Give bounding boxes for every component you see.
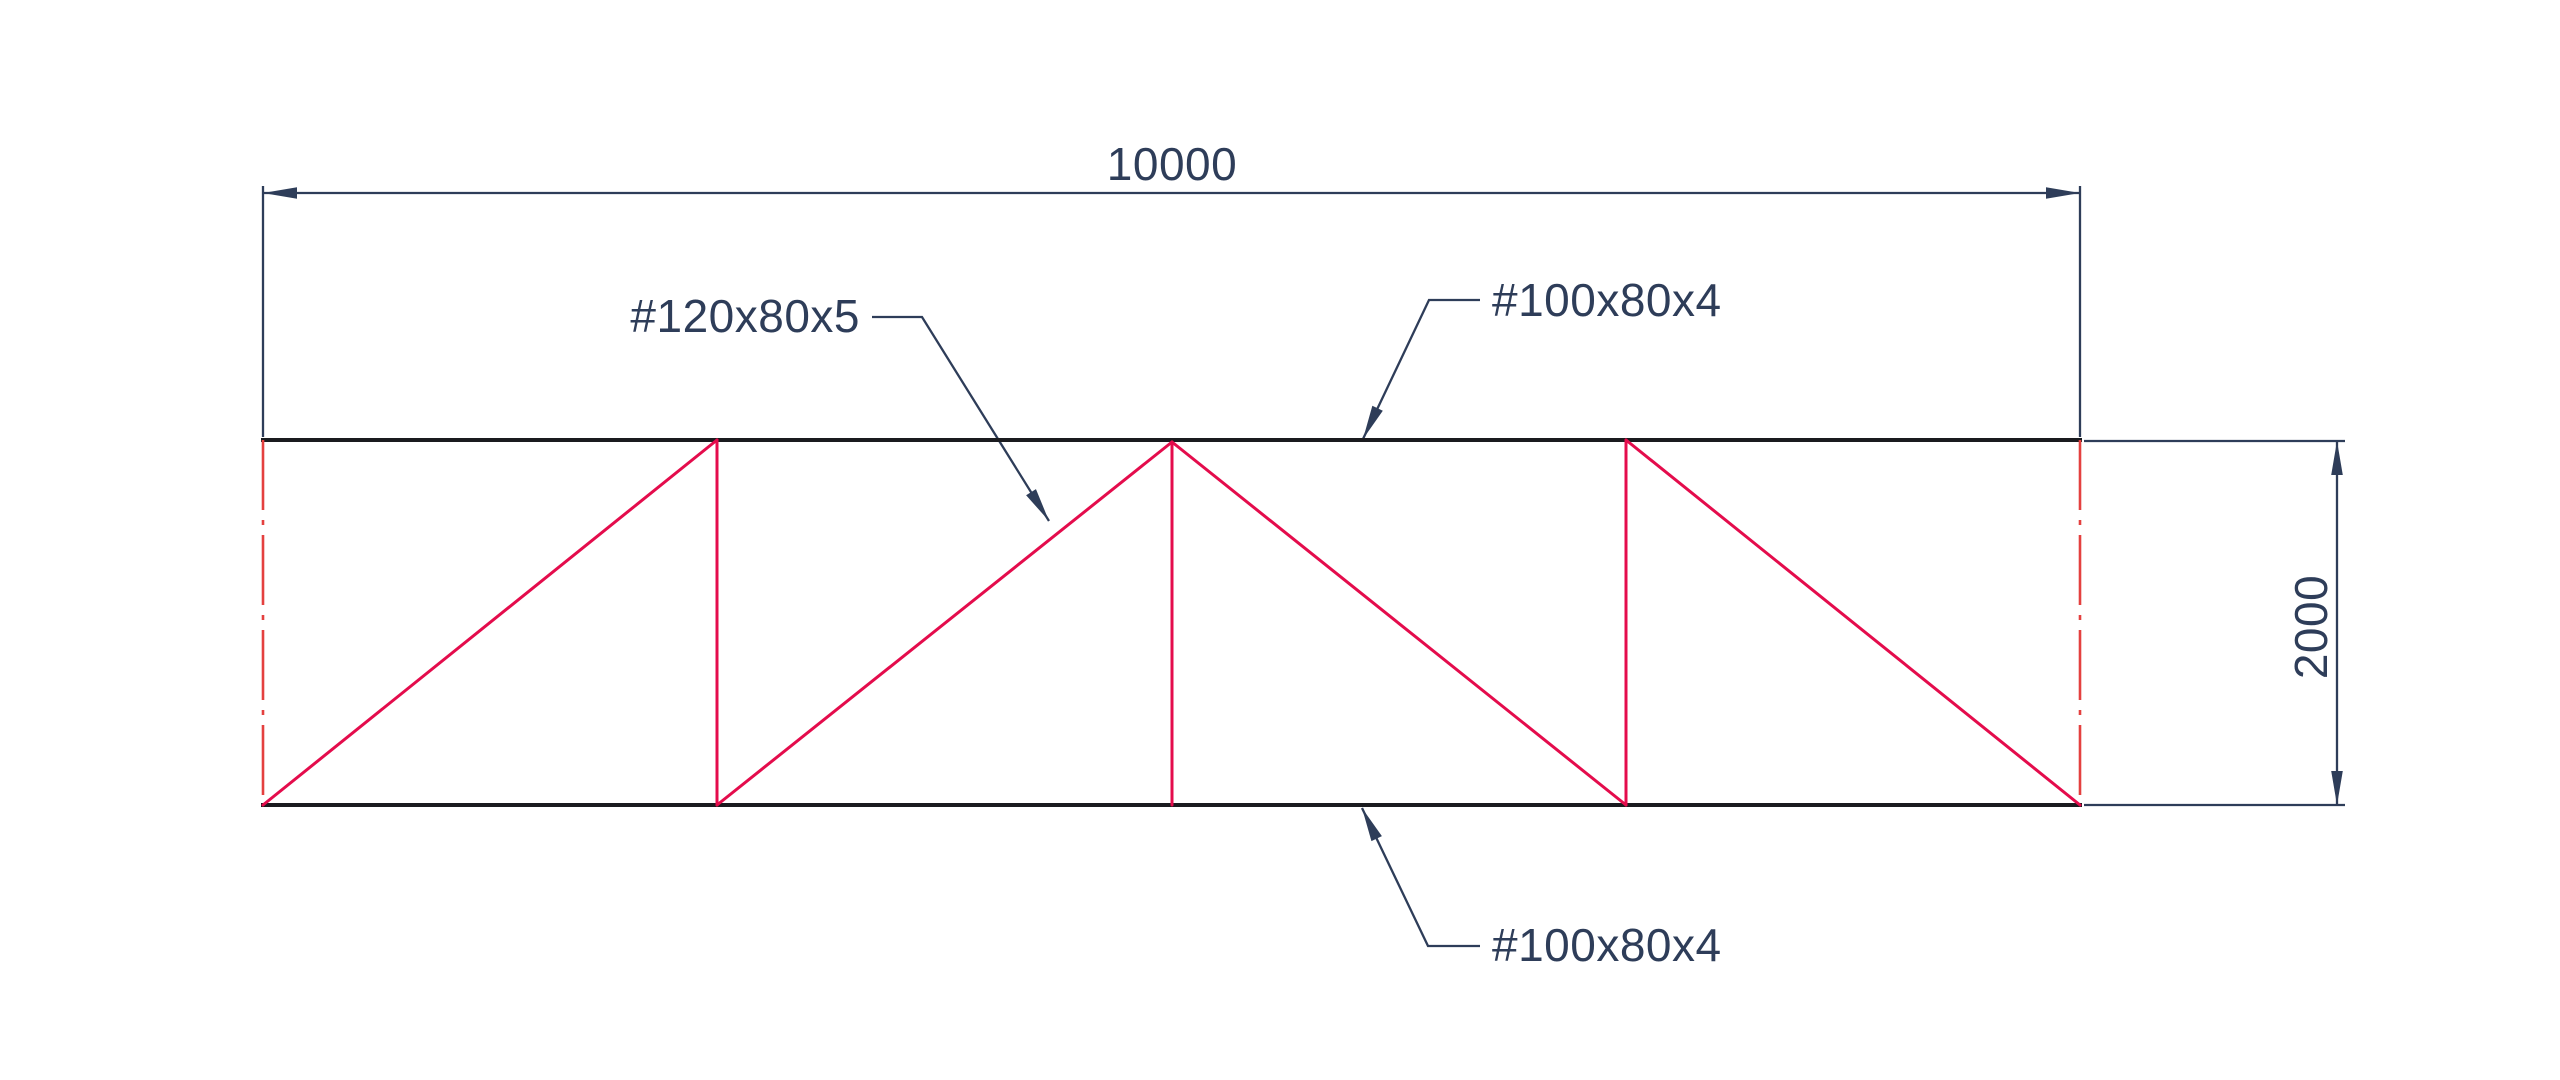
leader-bottom-chord-label (1360, 807, 1480, 948)
leader-top-chord-label (1361, 298, 1480, 440)
diagonal-member-1 (261, 438, 719, 807)
diagonal-member-3 (1170, 440, 1628, 807)
leader-diagonal-member-label (872, 315, 1050, 522)
web-member-linework (261, 438, 2082, 807)
end-centerlines (261, 440, 2082, 805)
bottom-chord-label: #100x80x4 (1492, 919, 1722, 971)
diagonal-member-label: #120x80x5 (630, 290, 860, 342)
diagonal-member-4 (1624, 438, 2082, 807)
length-dimension-text: 10000 (1107, 138, 1237, 190)
annotation-text: 10000 2000 #120x80x5 #100x80x4 #100x80x4 (630, 138, 2337, 971)
top-chord-label: #100x80x4 (1492, 274, 1722, 326)
height-dimension-text: 2000 (2285, 575, 2337, 679)
dimension-linework (261, 186, 2345, 948)
diagonal-member-2 (715, 440, 1174, 807)
